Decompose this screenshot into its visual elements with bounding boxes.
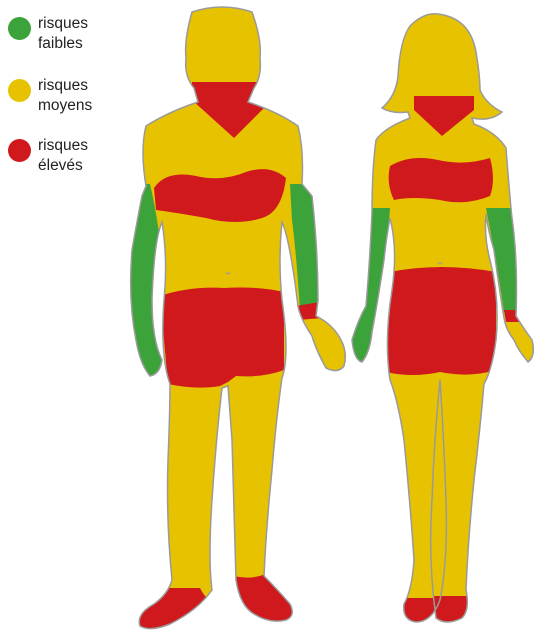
woman-chest-high-risk-zone	[389, 158, 493, 202]
man-left-foot-high-risk-zone	[230, 574, 300, 636]
woman-right-arm-low-risk-zone	[340, 208, 390, 370]
man-pelvis-high-risk-zone	[160, 288, 284, 388]
woman-figure	[340, 0, 535, 636]
woman-left-foot-high-risk-zone	[434, 596, 476, 636]
woman-pelvis-high-risk-zone	[386, 267, 496, 375]
woman-left-wrist-high-risk-zone	[504, 310, 520, 322]
man-left-arm-low-risk-zone	[290, 184, 360, 310]
man-figure	[100, 0, 360, 636]
